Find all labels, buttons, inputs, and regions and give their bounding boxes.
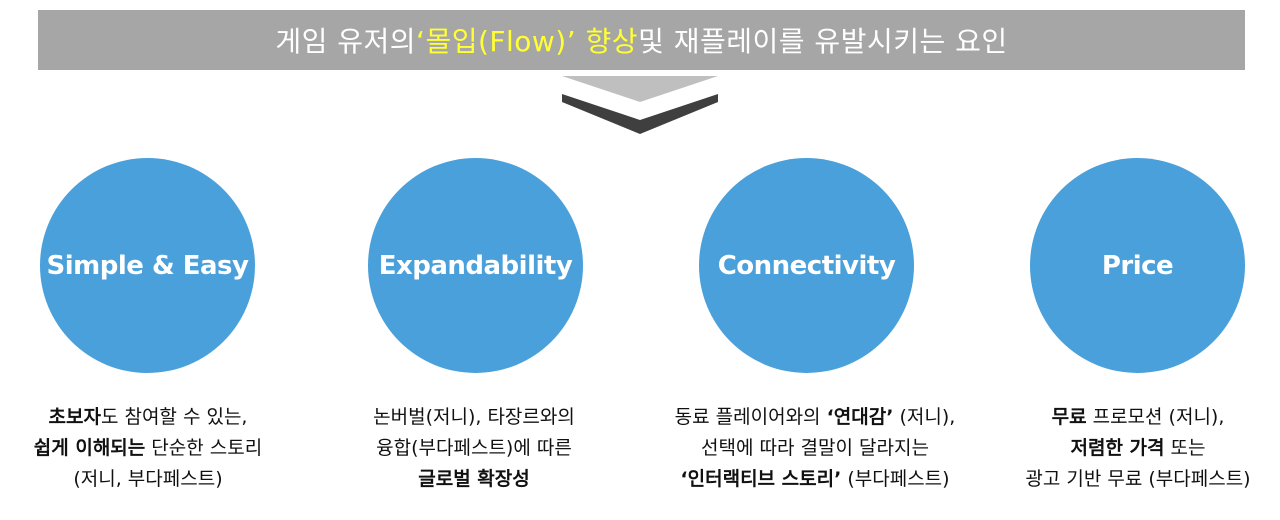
down-chevron-icon [562,76,718,134]
description-line: 논버벌(저니), 타장르와의 [314,402,634,433]
emphasis-text: 글로벌 확장성 [418,468,530,490]
description-text: (부다페스트) [841,468,950,490]
description-text: (저니, 부다페스트) [73,468,223,490]
emphasis-text: ‘인터랙티브 스토리’ [680,468,842,490]
description-line: 무료 프로모션 (저니), [978,402,1280,433]
description-text: 융합(부다페스트)에 따른 [376,437,572,459]
factor-circle-expandability: Expandability [368,158,583,373]
title-banner: 게임 유저의 ‘몰입(Flow)’ 향상 및 재플레이를 유발시키는 요인 [38,10,1245,70]
description-line: 선택에 따라 결말이 달라지는 [655,433,975,464]
factor-label: Connectivity [717,250,896,281]
factor-label: Expandability [378,250,573,281]
description-line: 쉽게 이해되는 단순한 스토리 [0,433,308,464]
description-line: 글로벌 확장성 [314,464,634,495]
factor-description: 동료 플레이어와의 ‘연대감’ (저니), 선택에 따라 결말이 달라지는 ‘인터랙… [655,402,975,495]
description-text: 논버벌(저니), 타장르와의 [373,406,575,428]
title-highlight: ‘몰입(Flow)’ 향상 [416,25,639,58]
factor-label: Price [1101,250,1174,281]
description-text: 단순한 스토리 [145,437,263,459]
emphasis-text: 쉽게 이해되는 [33,437,146,459]
description-line: 융합(부다페스트)에 따른 [314,433,634,464]
description-text: (저니), [893,406,956,428]
factor-label: Simple & Easy [46,250,249,281]
emphasis-text: ‘연대감’ [826,406,894,428]
title-suffix: 및 재플레이를 유발시키는 요인 [638,25,1008,58]
description-text: 광고 기반 무료 (부다페스트) [1025,468,1251,490]
title-prefix: 게임 유저의 [275,25,417,58]
description-line: 광고 기반 무료 (부다페스트) [978,464,1280,495]
emphasis-text: 무료 [1051,406,1087,428]
description-text: 선택에 따라 결말이 달라지는 [701,437,929,459]
description-text: 또는 [1164,437,1206,459]
emphasis-text: 초보자 [48,406,101,428]
factor-description: 초보자도 참여할 수 있는,쉽게 이해되는 단순한 스토리(저니, 부다페스트) [0,402,308,495]
factor-circle-connectivity: Connectivity [699,158,914,373]
description-text: 동료 플레이어와의 [674,406,827,428]
factor-circle-price: Price [1030,158,1245,373]
factor-circle-simple-easy: Simple & Easy [40,158,255,373]
description-line: 저렴한 가격 또는 [978,433,1280,464]
description-text: 프로모션 (저니), [1086,406,1225,428]
description-line: ‘인터랙티브 스토리’ (부다페스트) [655,464,975,495]
description-text: 도 참여할 수 있는, [100,406,248,428]
emphasis-text: 저렴한 가격 [1070,437,1165,459]
description-line: (저니, 부다페스트) [0,464,308,495]
description-line: 초보자도 참여할 수 있는, [0,402,308,433]
description-line: 동료 플레이어와의 ‘연대감’ (저니), [655,402,975,433]
